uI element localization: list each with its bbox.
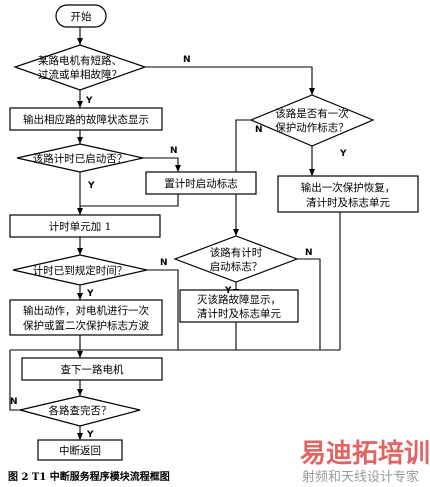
process-output-restore: 输出一次保护恢复， 清计时及标志单元 bbox=[277, 175, 419, 213]
branch-labels: N Y N Y N Y N Y N Y N Y bbox=[10, 55, 347, 440]
process-output-restore-line1: 输出一次保护恢复， bbox=[301, 181, 396, 194]
process-clear-display-line1: 灭该路故障显示， bbox=[197, 293, 281, 306]
process-check-next: 查下一路电机 bbox=[21, 357, 163, 381]
label-all-checked-no: N bbox=[10, 397, 18, 407]
process-timer-add-label: 计时单元加 1 bbox=[49, 220, 112, 233]
process-check-next-label: 查下一路电机 bbox=[61, 363, 124, 376]
process-clear-display: 灭该路故障显示， 清计时及标志单元 bbox=[179, 289, 299, 323]
end-label: 中断返回 bbox=[59, 444, 101, 457]
decision-fault-line1: 某路电机有短路、 bbox=[38, 54, 122, 67]
process-clear-display-line2: 清计时及标志单元 bbox=[197, 307, 281, 320]
decision-time-reached: 计时已到规定时间？ bbox=[12, 254, 148, 286]
label-time-reached-yes: Y bbox=[86, 289, 94, 299]
label-timer-started-yes: Y bbox=[87, 181, 95, 191]
process-output-action: 输出动作，对电机进行一次 保护或置二次保护标志方波 bbox=[9, 299, 163, 336]
process-display: 输出相应路的故障状态显示 bbox=[9, 107, 163, 131]
start-node: 开始 bbox=[55, 4, 107, 28]
watermark-main: 易迪拓培训 bbox=[300, 439, 430, 469]
end-node: 中断返回 bbox=[37, 439, 123, 461]
process-set-timer-flag-label: 置计时启动标志 bbox=[164, 177, 238, 190]
decision-time-reached-label: 计时已到规定时间？ bbox=[33, 264, 128, 277]
process-output-action-line1: 输出动作，对电机进行一次 bbox=[23, 304, 149, 317]
decision-timer-started: 该路计时已启动否？ bbox=[16, 143, 144, 173]
decision-has-flag: 该路是否有一次 保护动作标志？ bbox=[249, 94, 375, 147]
decision-all-checked: 各路查完否？ bbox=[19, 395, 141, 427]
label-timer-started-no: N bbox=[170, 146, 178, 156]
label-has-timer-yes: Y bbox=[224, 286, 232, 296]
decision-fault: 某路电机有短路、 过流或单相故障？ bbox=[13, 44, 147, 91]
decision-has-flag-line1: 该路是否有一次 bbox=[275, 107, 349, 120]
process-output-action-line2: 保护或置二次保护标志方波 bbox=[23, 319, 149, 332]
decision-all-checked-label: 各路查完否？ bbox=[49, 404, 112, 417]
label-has-flag-no: N bbox=[255, 125, 263, 135]
decision-timer-started-label: 该路计时已启动否？ bbox=[33, 152, 128, 165]
watermark-sub: 射频和天线设计专家 bbox=[302, 469, 419, 485]
process-display-label: 输出相应路的故障状态显示 bbox=[23, 113, 149, 126]
process-set-timer-flag: 置计时启动标志 bbox=[145, 171, 257, 195]
figure-caption: 图 2 T1 中断服务程序模块流程框图 bbox=[8, 470, 170, 483]
label-has-timer-no: N bbox=[305, 248, 313, 258]
process-output-restore-line2: 清计时及标志单元 bbox=[306, 196, 390, 209]
label-time-reached-no: N bbox=[160, 258, 168, 268]
watermark: 易迪拓培训 射频和天线设计专家 bbox=[300, 439, 430, 485]
start-label: 开始 bbox=[71, 10, 92, 23]
label-fault-no: N bbox=[183, 55, 191, 65]
decision-has-timer: 该路有计时 启动标志？ bbox=[173, 235, 299, 283]
process-timer-add: 计时单元加 1 bbox=[9, 214, 161, 238]
decision-has-flag-line2: 保护动作标志？ bbox=[275, 121, 349, 134]
label-fault-yes: Y bbox=[85, 96, 93, 106]
decision-has-timer-line1: 该路有计时 bbox=[210, 246, 263, 259]
label-all-checked-yes: Y bbox=[86, 430, 94, 440]
decision-fault-line2: 过流或单相故障？ bbox=[38, 68, 122, 81]
label-has-flag-yes: Y bbox=[339, 149, 347, 159]
decision-has-timer-line2: 启动标志？ bbox=[210, 260, 263, 273]
connectors bbox=[9, 27, 341, 440]
